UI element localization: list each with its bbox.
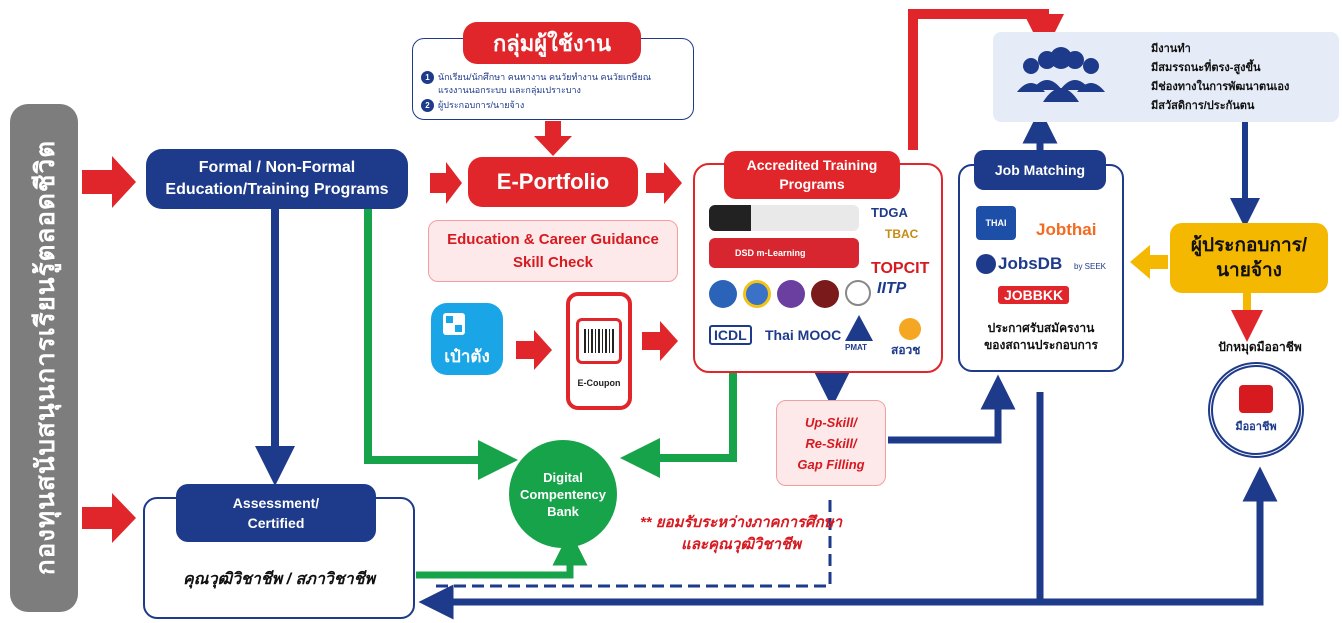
bank-line1: Digital — [543, 469, 583, 485]
seal-text: มืออาชีพ — [1235, 421, 1277, 433]
pmat-logo: PMAT — [845, 343, 868, 352]
guidance-line1: Education & Career Guidance — [447, 231, 659, 248]
professional-seal-icon: มืออาชีพ — [1208, 362, 1304, 458]
guidance-line2: Skill Check — [512, 254, 594, 271]
red-arrow-ecoupon-to-accredited — [642, 321, 678, 361]
training-banner-logo — [709, 205, 859, 231]
thumbs-up-icon — [1239, 385, 1273, 413]
red-arrow-eportfolio-to-accredited — [646, 162, 682, 204]
user-group-item-2-label: ผู้ประกอบการ/นายจ้าง — [438, 100, 525, 111]
emblem-logo-5 — [845, 280, 871, 306]
bank-line2: Compentency — [520, 486, 606, 502]
upskill-line1: Up-Skill/ — [804, 414, 857, 430]
benefits-list: มีงานทำ มีสมรรถนะที่ตรง-สูงขึ้น มีช่องทา… — [1151, 40, 1289, 116]
paotang-label: เป๋าตัง — [444, 347, 490, 366]
job-matching-panel: THAI Jobthai JobsDB by SEEK JOBBKK ประกา… — [958, 164, 1124, 372]
tdga-logo: TDGA — [871, 205, 908, 220]
assessment-title[interactable]: Assessment/ Certified — [176, 484, 376, 542]
paotang-app-icon[interactable]: เป๋าตัง — [431, 303, 503, 375]
jobsdb-by-seek: by SEEK — [1074, 262, 1107, 271]
accredited-title: Accredited Training Programs — [724, 151, 900, 199]
people-group-icon — [1011, 44, 1111, 108]
blue-dashed-upskill-to-assessment — [434, 500, 832, 588]
job-matching-caption: ประกาศรับสมัครงาน ของสถานประกอบการ — [960, 320, 1122, 354]
pin-professional-label: ปักหมุดมืออาชีพ — [1218, 340, 1302, 354]
red-arrow-to-formal — [82, 156, 136, 208]
jobbkk-logo: JOBBKK — [998, 286, 1070, 304]
employer-line2: นายจ้าง — [1216, 260, 1282, 281]
formal-line1: Formal / Non-Formal — [198, 159, 356, 176]
icdl-logo: ICDL — [709, 325, 752, 345]
emblem-logo-2 — [743, 280, 771, 308]
dsd-mlearning-logo: DSD m-Learning — [709, 238, 859, 268]
yellow-arrow-employer-to-jobmatching — [1130, 245, 1168, 279]
benefit-item: มีสมรรถนะที่ตรง-สูงขึ้น — [1151, 62, 1261, 74]
assessment-title-line2: Certified — [247, 515, 305, 531]
emblem-logo-1 — [709, 280, 737, 308]
green-arrow-accredited-to-bank — [620, 372, 737, 478]
accredited-title-line1: Accredited Training — [746, 157, 878, 173]
jobsdb-logo: JobsDB — [998, 254, 1063, 273]
tbac-logo: TBAC — [885, 227, 919, 241]
user-group-item-2: 2 ผู้ประกอบการ/นายจ้าง — [421, 99, 685, 113]
caption-line2: ของสถานประกอบการ — [984, 338, 1098, 352]
user-group-item-1-line1: นักเรียน/นักศึกษา คนหางาน คนวัยทำงาน คนว… — [438, 72, 652, 82]
red-arrow-to-assessment — [82, 493, 136, 543]
barcode-icon — [576, 318, 622, 364]
eportfolio-button[interactable]: E-Portfolio — [468, 157, 638, 207]
benefit-item: มีสวัสดิการ/ประกันตน — [1151, 100, 1255, 112]
red-arrow-accredited-to-benefits — [908, 9, 1064, 150]
employer-line1: ผู้ประกอบการ/ — [1190, 235, 1308, 256]
upskill-box[interactable]: Up-Skill/ Re-Skill/ Gap Filling — [776, 400, 886, 486]
blue-arrow-bottom-to-seal — [1040, 466, 1278, 606]
red-arrow-paotang-to-ecoupon — [516, 330, 552, 370]
emblem-logo-4 — [811, 280, 839, 308]
qr-icon — [443, 313, 465, 335]
pmat-triangle-icon — [845, 315, 873, 341]
user-group-item-1: 1 นักเรียน/นักศึกษา คนหางาน คนวัยทำงาน คน… — [421, 71, 685, 85]
jobthai-logo: Jobthai — [1036, 220, 1097, 239]
red-arrow-usergroup-to-eportfolio — [534, 121, 572, 156]
benefit-item: มีงานทำ — [1151, 43, 1191, 55]
number-badge-1: 1 — [421, 71, 434, 85]
sorwor-icon — [899, 318, 921, 340]
note-line1: ** ยอมรับระหว่างภาคการศึกษา — [639, 514, 843, 531]
thaimooc-logo: Thai MOOC — [765, 327, 842, 343]
ecoupon-label: E-Coupon — [577, 378, 621, 388]
employer-box[interactable]: ผู้ประกอบการ/ นายจ้าง — [1170, 223, 1328, 293]
green-arrow-assessment-to-bank — [416, 530, 588, 579]
accredited-title-line2: Programs — [779, 176, 845, 192]
assessment-title-line1: Assessment/ — [232, 495, 320, 511]
sidebar-lifelong-learning-fund: กองทุนสนับสนุนการเรียนรู้ตลอดชีวิต — [10, 104, 78, 612]
job-matching-title[interactable]: Job Matching — [974, 150, 1106, 190]
benefit-item: มีช่องทางในการพัฒนาตนเอง — [1151, 81, 1290, 93]
ecoupon-phone[interactable]: E-Coupon — [566, 292, 632, 410]
assessment-body: คุณวุฒิวิชาชีพ / สภาวิชาชีพ — [182, 571, 376, 588]
sorwor-logo: สอวช — [891, 343, 921, 357]
number-badge-2: 2 — [421, 99, 434, 113]
benefits-panel: มีงานทำ มีสมรรถนะที่ตรง-สูงขึ้น มีช่องทา… — [993, 32, 1339, 122]
iitp-logo: IITP — [877, 280, 907, 297]
bank-line3: Bank — [547, 503, 579, 519]
career-guidance-box[interactable]: Education & Career Guidance Skill Check — [428, 220, 678, 282]
green-arrow-formal-to-bank — [364, 206, 518, 480]
sidebar-label: กองทุนสนับสนุนการเรียนรู้ตลอดชีวิต — [29, 140, 60, 576]
jobsdb-icon — [976, 254, 996, 274]
recognition-note: ** ยอมรับระหว่างภาคการศึกษา และคุณวุฒิวิ… — [626, 512, 856, 556]
caption-line1: ประกาศรับสมัครงาน — [987, 321, 1095, 335]
emblem-logo-3 — [777, 280, 805, 308]
thai-job-logo: THAI — [976, 206, 1016, 240]
topcit-logo: TOPCIT — [871, 260, 930, 277]
formal-line2: Education/Training Programs — [165, 181, 389, 198]
upskill-line2: Re-Skill/ — [805, 435, 857, 451]
note-line2: และคุณวุฒิวิชาชีพ — [681, 536, 801, 553]
formal-programs-box[interactable]: Formal / Non-Formal Education/Training P… — [146, 149, 408, 209]
upskill-line3: Gap Filling — [797, 456, 865, 472]
red-arrow-formal-to-eportfolio — [430, 162, 462, 204]
digital-competency-bank[interactable]: Digital Compentency Bank — [509, 440, 617, 548]
blue-arrow-upskill-to-jobmatching — [888, 374, 1016, 444]
user-group-item-1-line2: แรงงานนอกระบบ และกลุ่มเปราะบาง — [438, 85, 581, 96]
user-group-title: กลุ่มผู้ใช้งาน — [463, 22, 641, 64]
